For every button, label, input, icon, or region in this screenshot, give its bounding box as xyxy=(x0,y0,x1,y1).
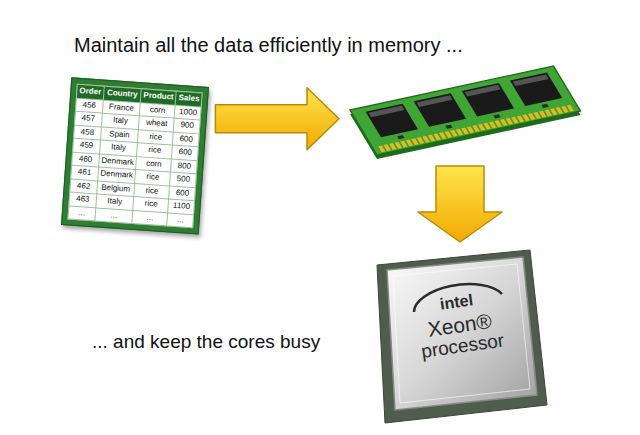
table-cell: 459 xyxy=(73,139,100,153)
table-cell: rice xyxy=(134,197,169,212)
memory-chip xyxy=(510,73,562,107)
memory-board xyxy=(350,66,581,155)
memory-chip xyxy=(366,104,418,138)
table-cell: ... xyxy=(68,206,95,220)
table-cell: 500 xyxy=(171,173,197,187)
table-cell: 600 xyxy=(173,132,199,146)
title-text: Maintain all the data efficiently in mem… xyxy=(74,34,463,57)
memory-module-box xyxy=(345,60,587,160)
table-cell: Belgium xyxy=(97,181,134,196)
smd-part xyxy=(397,135,404,139)
table-cell: 800 xyxy=(171,159,197,173)
table-cell: France xyxy=(103,100,140,115)
table-cell: Italy xyxy=(96,194,133,209)
table-cell: Italy xyxy=(102,114,139,129)
table-cell: 460 xyxy=(72,152,99,166)
table-cell: rice xyxy=(137,143,172,158)
table-cell: 456 xyxy=(76,98,103,112)
table-cell: 461 xyxy=(71,166,98,180)
memory-module xyxy=(350,66,581,155)
table-cell: corn xyxy=(140,103,175,118)
table-cell: ... xyxy=(95,208,132,223)
smd-part xyxy=(493,114,500,118)
chip-highlight xyxy=(417,95,453,107)
table-header-cell: Product xyxy=(141,89,176,104)
table-cell: Spain xyxy=(101,127,138,142)
chip-highlight xyxy=(368,106,404,118)
block-arrow xyxy=(215,88,339,150)
table-cell: 1000 xyxy=(175,105,201,119)
table-cell: rice xyxy=(134,184,169,199)
table-cell: 600 xyxy=(172,146,198,160)
table-cell: 462 xyxy=(70,179,97,193)
block-arrow xyxy=(418,166,502,242)
table-cell: 1100 xyxy=(169,200,195,214)
table-cell: ... xyxy=(168,213,194,227)
cpu-substrate xyxy=(377,250,547,423)
smd-part xyxy=(541,104,548,108)
table-cell: rice xyxy=(138,130,173,145)
data-table: OrderCountryProductSales456Francecorn100… xyxy=(61,77,209,234)
chip-highlight xyxy=(513,74,549,86)
table-cell: Denmark xyxy=(99,154,136,169)
table-cell: 600 xyxy=(170,186,196,200)
table-cell: corn xyxy=(136,157,171,172)
table-cell: ... xyxy=(133,211,168,226)
table-header-cell: Country xyxy=(104,87,141,102)
title-wrap: Maintain all the data efficiently in mem… xyxy=(74,34,463,57)
table-grid: OrderCountryProductSales456Francecorn100… xyxy=(67,84,203,228)
table-cell: Denmark xyxy=(98,167,135,182)
gold-contacts xyxy=(378,105,574,153)
table-cell: Italy xyxy=(100,141,137,156)
table-cell: 458 xyxy=(74,125,101,139)
caption-wrap: ... and keep the cores busy xyxy=(92,331,320,353)
smd-part xyxy=(445,125,452,129)
table-cell: rice xyxy=(135,170,170,185)
memory-chip xyxy=(414,93,466,127)
table-cell: 463 xyxy=(69,193,96,207)
memory-chip xyxy=(462,83,514,117)
table-cell: wheat xyxy=(139,116,174,131)
table-header-cell: Sales xyxy=(176,92,202,106)
text-box: intelXeon®processor xyxy=(370,237,553,368)
table-header-cell: Order xyxy=(77,85,104,99)
table-cell: 900 xyxy=(174,119,200,133)
chip-highlight xyxy=(465,85,501,97)
processor-chip: intelXeon®processor xyxy=(375,248,545,426)
caption-text: ... and keep the cores busy xyxy=(92,331,320,353)
table-cell: 457 xyxy=(75,112,102,126)
